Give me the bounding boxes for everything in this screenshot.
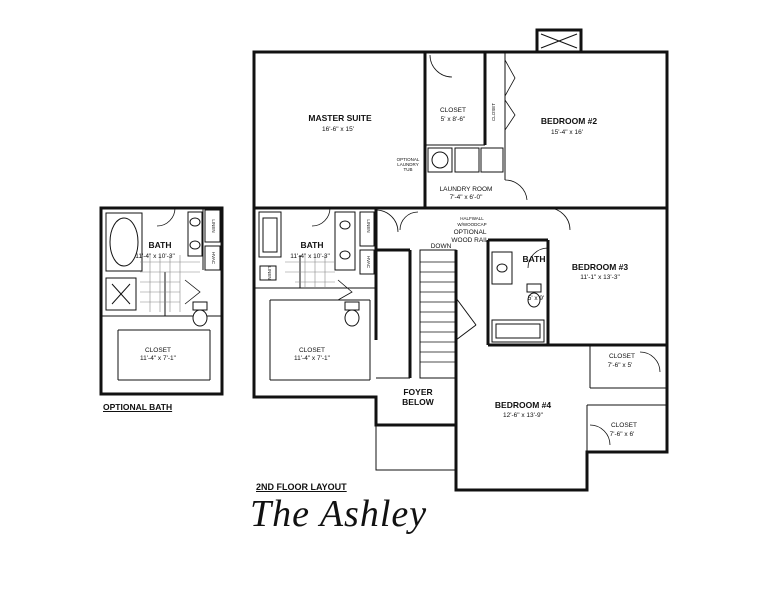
closet-bed3-name: CLOSET: [609, 353, 635, 360]
halfwall-line1: HALFWALL: [460, 216, 484, 221]
master-suite-name: MASTER SUITE: [308, 113, 372, 123]
master-bath-name: BATH: [301, 240, 324, 250]
toilet-icon: [192, 309, 208, 327]
master-closet-dims: 11'-4" x 7'-1": [294, 355, 331, 362]
stairs: [419, 249, 457, 379]
halfwall-line2: W/WOODCAP: [457, 222, 486, 227]
opt-laundry-line2: LAUNDRY: [397, 162, 418, 167]
sink-icon: [339, 220, 351, 230]
closet-bed4-dims: 7'-6" x 6': [610, 431, 635, 438]
closet-top-dims: 5' x 8'-6": [441, 116, 466, 123]
sink-icon: [189, 240, 201, 250]
opt-laundry-line1: OPTIONAL: [397, 157, 420, 162]
optional-bath-plan: BATH 11'-4" x 10'-3" CLOSET 11'-4" x 7'-…: [99, 206, 224, 396]
toilet-icon: [527, 292, 541, 308]
bedroom3-dims: 11'-1" x 13'-3": [580, 274, 620, 281]
bedroom4-name: BEDROOM #4: [495, 400, 551, 410]
master-hvac-label: HVAC: [366, 256, 371, 269]
sink-icon: [189, 217, 201, 227]
closet-top-name: CLOSET: [440, 107, 466, 114]
laundry-name: LAUNDRY ROOM: [440, 186, 493, 193]
tub-icon: [109, 217, 139, 267]
foyer-line1: FOYER: [403, 387, 432, 397]
rail-line2: WOOD RAIL: [451, 237, 489, 244]
hvac-label: HVAC: [211, 252, 216, 265]
main-floor-plan: MASTER SUITE 16'-6" x 15' BEDROOM #2 15'…: [252, 28, 669, 492]
laundry-dims: 7'-4" x 6'-0": [450, 194, 483, 201]
master-linen-small-label: LINEN: [267, 266, 272, 279]
rail-line1: OPTIONAL: [454, 229, 487, 236]
closet-bed3-dims: 7'-6" x 5': [608, 362, 633, 369]
closet-vertical-name: CLOSET: [491, 103, 496, 121]
opt-laundry-line3: TUB: [404, 167, 413, 172]
hall-bath-dims: 5' x 9': [528, 295, 545, 302]
floor-layout-caption: 2ND FLOOR LAYOUT: [256, 482, 347, 492]
bedroom3-name: BEDROOM #3: [572, 262, 628, 272]
dryer-icon: [454, 147, 480, 173]
opt-bath-name: BATH: [149, 240, 172, 250]
opt-bath-dims: 11'-4" x 10'-3": [135, 253, 175, 260]
foyer-line2: BELOW: [402, 397, 435, 407]
toilet-icon: [344, 309, 360, 327]
hall-bath-name: BATH: [523, 254, 546, 264]
master-suite-dims: 16'-6" x 15': [322, 126, 354, 133]
linen-label: LINEN: [211, 219, 216, 232]
bedroom2-dims: 15'-4" x 16': [551, 129, 583, 136]
opt-closet-name: CLOSET: [145, 347, 171, 354]
master-closet-name: CLOSET: [299, 347, 325, 354]
sink-icon: [339, 250, 351, 260]
bedroom4-dims: 12'-6" x 13'-9": [503, 412, 544, 419]
stairs-label: DOWN: [431, 243, 452, 250]
master-bath-dims: 11'-4" x 10'-3": [290, 253, 330, 260]
opt-closet-dims: 11'-4" x 7'-1": [140, 355, 177, 362]
sink-icon: [496, 263, 508, 273]
plan-title: The Ashley: [250, 493, 428, 535]
closet-bed4-name: CLOSET: [611, 422, 637, 429]
optional-bath-caption: OPTIONAL BATH: [103, 402, 173, 412]
master-linen-label: LINEN: [366, 219, 371, 232]
bedroom2-name: BEDROOM #2: [541, 116, 597, 126]
